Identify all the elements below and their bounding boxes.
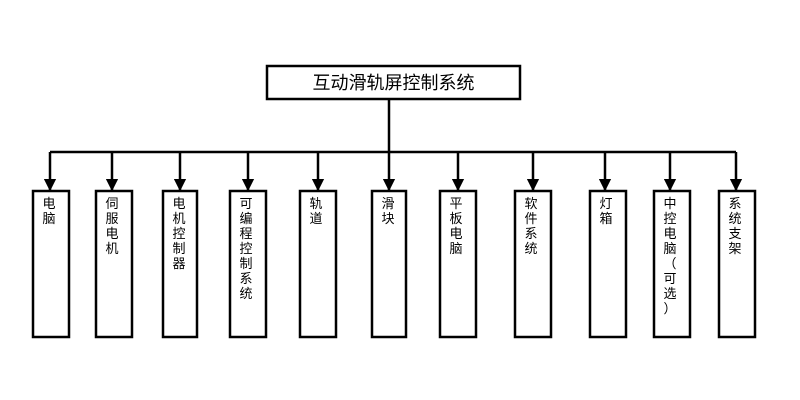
child-node: 中控电脑（可选） bbox=[652, 189, 692, 339]
child-node: 软件系统 bbox=[513, 189, 553, 339]
child-label: 可编程控制系统 bbox=[239, 197, 252, 302]
child-node: 可编程控制系统 bbox=[228, 189, 268, 339]
child-box bbox=[438, 189, 478, 339]
child-box bbox=[717, 189, 757, 339]
child-box bbox=[652, 189, 692, 339]
child-label: 电脑 bbox=[42, 197, 55, 227]
child-label: 电机控制器 bbox=[172, 197, 185, 272]
child-arrows bbox=[43, 152, 743, 192]
child-node: 电机控制器 bbox=[161, 189, 199, 339]
child-nodes: 电脑 伺服电机 电机控制器 可编程控制系统 轨道 滑块 平板电脑 软件系统 灯箱 中控电脑（可选）… bbox=[31, 189, 757, 339]
root-node: 互动滑轨屏控制系统 bbox=[265, 64, 522, 101]
child-box bbox=[31, 189, 71, 339]
child-box bbox=[588, 189, 628, 339]
child-label: 轨道 bbox=[309, 197, 322, 227]
child-label: 灯箱 bbox=[599, 197, 612, 227]
child-node: 滑块 bbox=[370, 189, 408, 339]
child-node: 电脑 bbox=[31, 189, 71, 339]
child-label: 软件系统 bbox=[524, 197, 537, 257]
child-label: 中控电脑（可选） bbox=[663, 197, 676, 317]
child-box bbox=[370, 189, 408, 339]
child-node: 灯箱 bbox=[588, 189, 628, 339]
root-label: 互动滑轨屏控制系统 bbox=[313, 73, 475, 94]
child-label: 系统支架 bbox=[728, 197, 741, 257]
child-node: 伺服电机 bbox=[94, 189, 134, 339]
child-label: 平板电脑 bbox=[449, 197, 462, 257]
child-box bbox=[228, 189, 268, 339]
child-box bbox=[161, 189, 199, 339]
child-node: 平板电脑 bbox=[438, 189, 478, 339]
child-label: 滑块 bbox=[381, 197, 394, 227]
child-label: 伺服电机 bbox=[105, 197, 118, 257]
child-box bbox=[298, 189, 338, 339]
child-box bbox=[94, 189, 134, 339]
root-box bbox=[265, 64, 522, 101]
child-box bbox=[513, 189, 553, 339]
child-node: 系统支架 bbox=[717, 189, 757, 339]
child-node: 轨道 bbox=[298, 189, 338, 339]
